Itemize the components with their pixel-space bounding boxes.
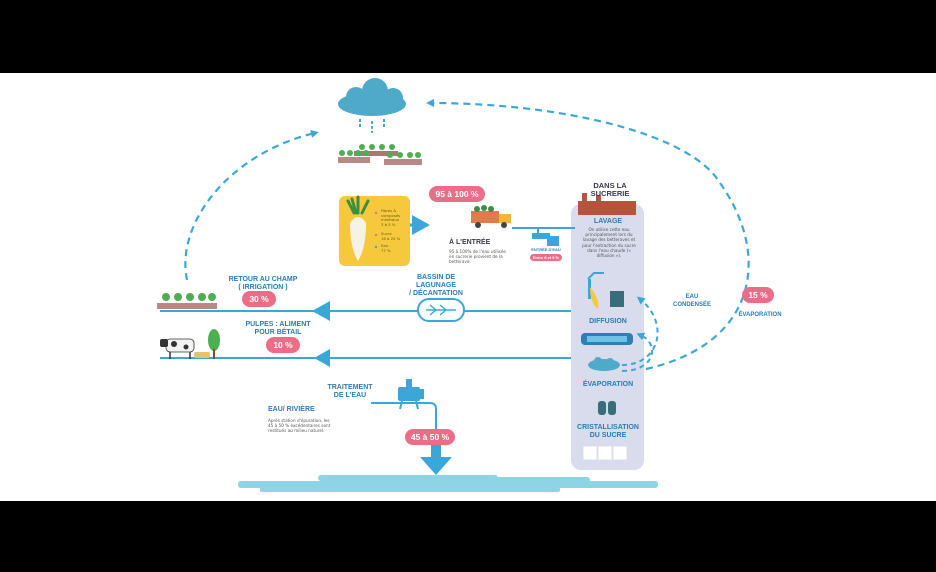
pulpes-label: PULPES : ALIMENT POUR BÉTAIL (245, 321, 311, 336)
beet-fibres-label: Fibres & composés minéraux (381, 208, 401, 222)
arrow-retour-champ (312, 301, 330, 321)
a-l-entree-title: À L'ENTRÉE (449, 239, 491, 246)
diffusion-icon (581, 333, 633, 345)
entree-d-eau-label: ENTRÉE D'EAU (531, 247, 561, 252)
lavage-description: On utilise cette eau principalement lors… (582, 227, 636, 259)
eau-riviere-label: EAU/ RIVIÈRE (268, 406, 315, 413)
traitement-label: TRAITEMENT DE L'EAU (327, 384, 373, 399)
dashed-loop-eau-condensee (621, 296, 659, 366)
badge-45-50: 45 à 50 % (405, 429, 455, 445)
water-treatment-icon (398, 379, 424, 410)
diagram-stage: DANS LA SUCRERIE LAVAGE On utilise cette… (0, 73, 936, 501)
dashed-arrow-field-to-cloud (184, 130, 319, 281)
river-icon (238, 475, 658, 492)
beet-icon (346, 195, 370, 261)
beet-fibres-value: 3 à 5 % (381, 222, 396, 227)
dashed-arrow-evaporation-to-cloud (426, 99, 750, 371)
beet-eau-label: Eau (381, 243, 389, 248)
badge-10: 10 % (266, 337, 300, 353)
eau-condensee-label: EAU CONDENSÉE (672, 294, 711, 308)
field-left-icon (157, 293, 217, 309)
arrow-pulpes (314, 349, 330, 367)
badge-15: 15 % (742, 287, 774, 303)
crystallization-tanks-icon (598, 401, 616, 415)
factory-building-icon (578, 193, 636, 215)
truck-icon (471, 205, 511, 228)
evaporation-inner-title: ÉVAPORATION (582, 381, 634, 388)
pipe-traitement (371, 402, 437, 441)
washing-icon (587, 272, 624, 309)
bassin-label: BASSIN DE LAGUNAGE / DÉCANTATION (409, 274, 463, 297)
cristallisation-title: CRISTALLISATION DU SUCRE (577, 424, 639, 439)
badge-95-100: 95 à 100 % (429, 186, 485, 202)
dashed-loop-diffusion (621, 332, 654, 372)
beet-sucre-value: 16 à 20 % (381, 236, 401, 241)
rain-cloud-icon (338, 78, 406, 133)
arrow-beet-right (412, 215, 430, 235)
tree-icon (208, 329, 220, 359)
arrow-down-river (420, 457, 452, 475)
lavage-title: LAVAGE (593, 218, 623, 225)
beet-eau-value: 77 % (381, 248, 391, 253)
dans-la-sucrerie-title: DANS LA SUCRERIE (590, 181, 630, 198)
evaporation-outer-label: ÉVAPORATION (738, 312, 782, 318)
beet-sucre-label: Sucre (381, 231, 392, 236)
riviere-description: Après station d'épuration, les 45 à 50 %… (268, 418, 331, 434)
sugar-cubes-icon (582, 445, 628, 461)
diffusion-title: DIFFUSION (589, 318, 627, 325)
evaporation-icon (588, 357, 620, 371)
entree-small-badge: Entre 8 et 9 % (530, 254, 562, 261)
retour-au-champ-label: RETOUR AU CHAMP ( IRRIGATION ) (228, 276, 298, 291)
tap-icon (532, 229, 559, 246)
hay-icon (194, 352, 210, 358)
cow-icon (160, 338, 195, 359)
field-crops-icon (338, 144, 422, 165)
badge-30: 30 % (242, 291, 276, 307)
water-cycle-diagram (157, 78, 750, 492)
entree-description: 95 à 100% de l'eau utilisée en sucrerie … (449, 249, 506, 265)
